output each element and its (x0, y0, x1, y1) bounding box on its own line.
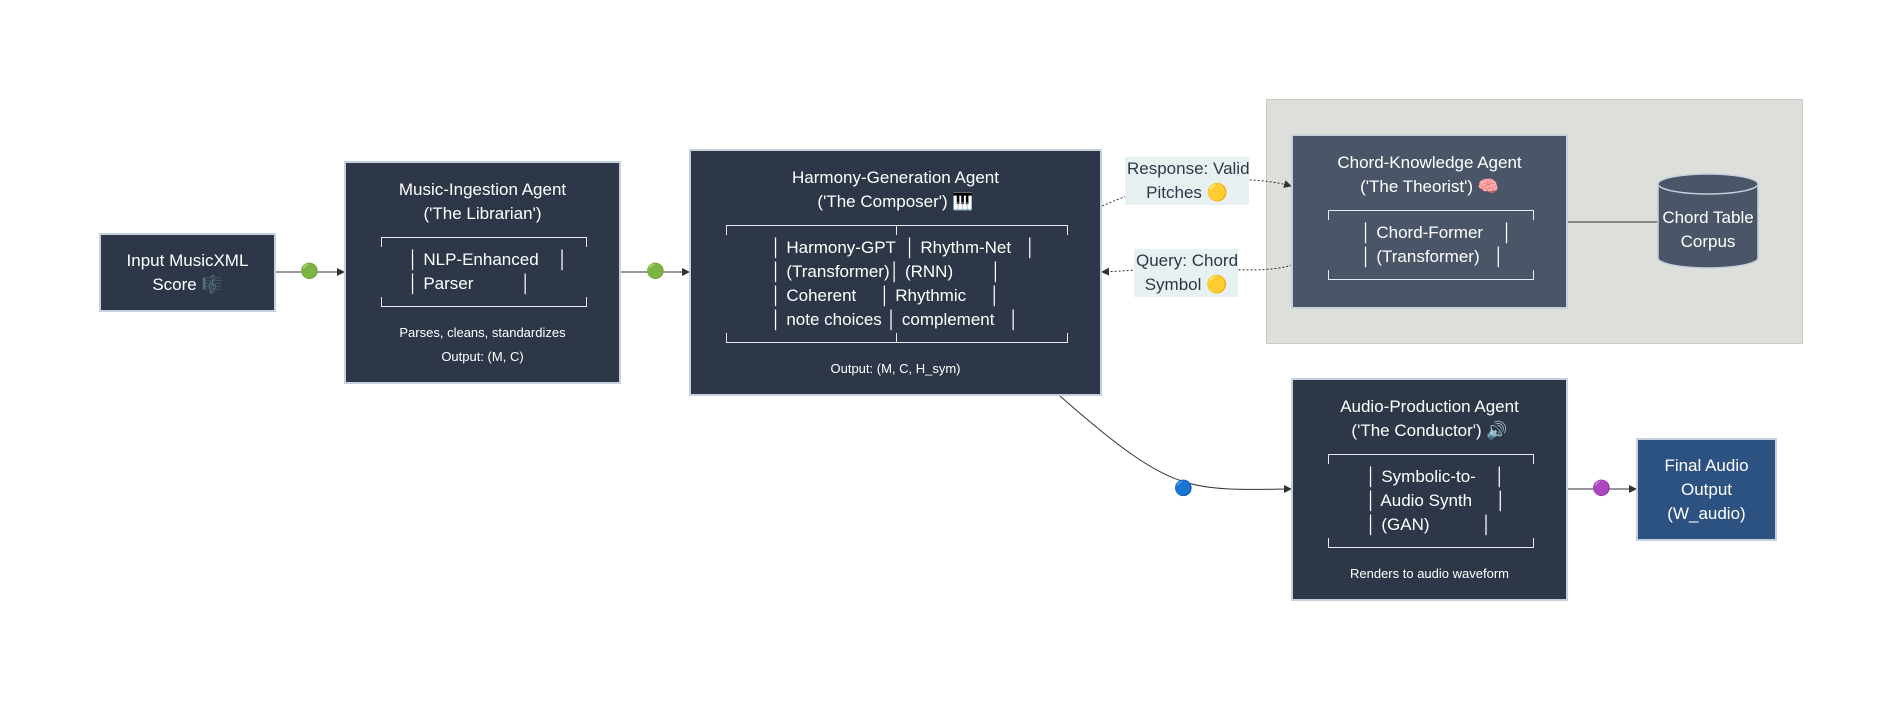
edge-dot-green-2: 🟢 (646, 263, 665, 280)
chord-knowledge-agent-node: Chord-Knowledge Agent ('The Theorist') 🧠… (1291, 134, 1568, 309)
input-musicxml-node: Input MusicXML Score 🎼 (99, 233, 276, 312)
audio-row-2: │ Audio Synth │ (1366, 491, 1507, 510)
edge-label-response-line2: Pitches 🟡 (1146, 183, 1228, 202)
edge-label-response-line1: Response: Valid (1127, 159, 1250, 178)
ingestion-description: Parses, cleans, standardizes (399, 325, 566, 340)
harmony-output: Output: (M, C, H_sym) (830, 361, 961, 376)
input-node-line2: Score 🎼 (152, 275, 223, 294)
harmony-table-top (726, 225, 1068, 235)
chord-agent-subtitle: ('The Theorist') 🧠 (1360, 177, 1499, 196)
final-line1: Final Audio (1664, 456, 1749, 475)
ingestion-row-2: │ Parser │ (408, 274, 532, 293)
chord-agent-title: Chord-Knowledge Agent (1337, 153, 1522, 172)
chord-table-corpus-label: Chord Table Corpus (1658, 206, 1758, 254)
ingestion-subtitle: ('The Librarian') (423, 204, 542, 223)
harmony-table-bottom-divider (896, 333, 897, 343)
audio-description: Renders to audio waveform (1350, 566, 1509, 581)
edge-label-query-line1: Query: Chord (1136, 251, 1239, 270)
input-node-line1: Input MusicXML (126, 251, 249, 270)
harmony-table-top-divider (896, 225, 897, 235)
final-line2: Output (1680, 480, 1733, 499)
ingestion-row-1: │ NLP-Enhanced │ (408, 250, 569, 269)
audio-table-bottom (1328, 538, 1534, 548)
chord-agent-row-1: │ Chord-Former │ (1361, 223, 1513, 242)
edge-dot-blue: 🔵 (1174, 480, 1193, 497)
edge-label-response: Response: Valid Pitches 🟡 (1125, 157, 1250, 205)
chord-agent-row-2: │ (Transformer) │ (1361, 247, 1505, 266)
edge-dot-green-1: 🟢 (300, 263, 319, 280)
harmony-generation-agent-node: Harmony-Generation Agent ('The Composer'… (689, 149, 1102, 396)
harmony-subtitle: ('The Composer') 🎹 (817, 192, 974, 211)
audio-row-3: │ (GAN) │ (1366, 515, 1493, 534)
final-line3: (W_audio) (1667, 504, 1746, 523)
audio-subtitle: ('The Conductor') 🔊 (1351, 421, 1508, 440)
audio-production-agent-node: Audio-Production Agent ('The Conductor')… (1291, 378, 1568, 601)
audio-title: Audio-Production Agent (1340, 397, 1519, 416)
chord-db-line2: Corpus (1680, 232, 1736, 251)
ingestion-output: Output: (M, C) (441, 349, 524, 364)
ingestion-table-top (381, 237, 587, 247)
edge-dot-purple: 🟣 (1592, 480, 1611, 497)
harmony-row-4: │ note choices │ complement │ (771, 310, 1020, 329)
harmony-row-2: │ (Transformer)│ (RNN) │ (771, 262, 1002, 281)
harmony-title: Harmony-Generation Agent (792, 168, 999, 187)
final-audio-output-node: Final Audio Output (W_audio) (1636, 438, 1777, 541)
ingestion-title: Music-Ingestion Agent (398, 180, 567, 199)
harmony-row-1: │ Harmony-GPT │ Rhythm-Net │ (771, 238, 1036, 257)
audio-table-top (1328, 454, 1534, 464)
harmony-row-3: │ Coherent │ Rhythmic │ (771, 286, 1001, 305)
music-ingestion-agent-node: Music-Ingestion Agent ('The Librarian') … (344, 161, 621, 384)
audio-row-1: │ Symbolic-to- │ (1366, 467, 1506, 486)
edge-harmony-audio (1059, 395, 1292, 494)
ingestion-table-bottom (381, 297, 587, 307)
chord-agent-table-top (1328, 210, 1534, 220)
chord-agent-table-bottom (1328, 270, 1534, 280)
edge-label-query: Query: Chord Symbol 🟡 (1134, 249, 1238, 297)
chord-db-line1: Chord Table (1662, 208, 1754, 227)
harmony-table-bottom (726, 333, 1068, 343)
edge-label-query-line2: Symbol 🟡 (1144, 275, 1228, 294)
edge-harmony-chord-response (1101, 178, 1292, 207)
